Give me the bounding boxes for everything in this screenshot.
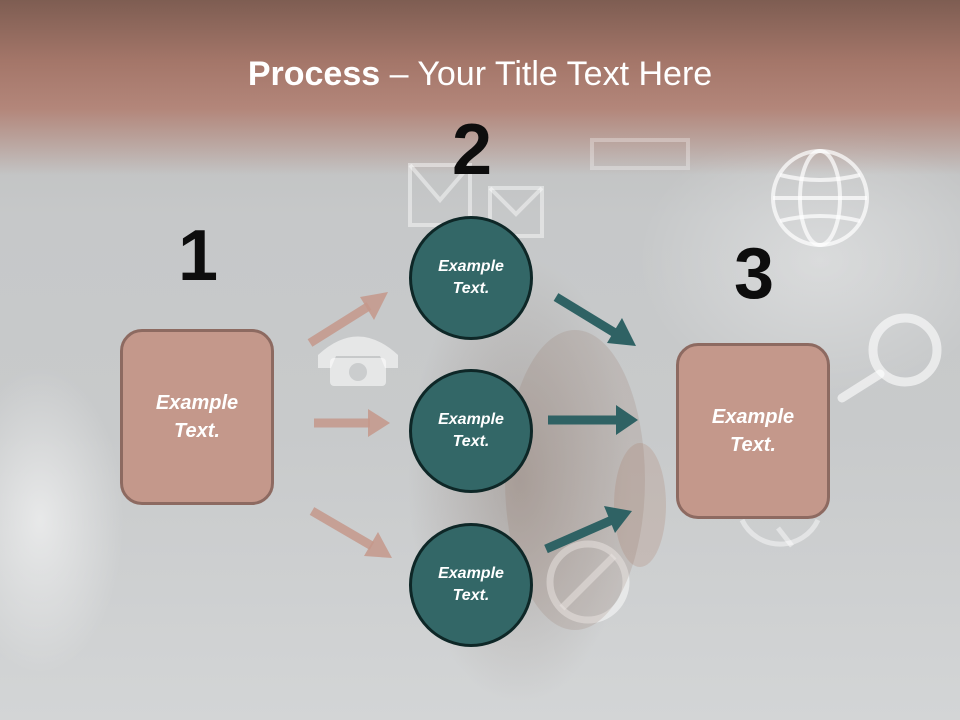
title-band	[0, 0, 960, 175]
arrow-right-bottom	[544, 506, 632, 554]
envelope-icon	[408, 138, 690, 238]
circle-top-text: Example Text.	[438, 258, 504, 297]
arrow-right-middle	[548, 405, 638, 435]
phone-icon	[318, 336, 398, 386]
pointing-finger	[505, 330, 666, 630]
slide-title: Process – Your Title Text Here	[0, 52, 960, 96]
left-text-box: Example Text.	[120, 329, 274, 505]
arrow-left-top	[307, 292, 388, 347]
right-text-box: Example Text.	[676, 343, 830, 519]
arrow-left-middle	[314, 409, 390, 437]
circle-step-top: Example Text.	[409, 216, 533, 340]
arrow-left-bottom	[309, 507, 392, 558]
circle-step-middle: Example Text.	[409, 369, 533, 493]
title-bold: Process	[247, 55, 381, 93]
step-number-2: 2	[451, 110, 493, 190]
no-entry-icon	[546, 540, 630, 624]
title-rest: – Your Title Text Here	[380, 55, 713, 93]
clock-icon	[739, 518, 821, 548]
step-number-1: 1	[177, 216, 219, 296]
left-box-text: Example Text.	[155, 392, 239, 442]
circle-bottom-text: Example Text.	[438, 565, 504, 604]
globe-icon	[771, 149, 869, 247]
circle-step-bottom: Example Text.	[409, 523, 533, 647]
arrow-right-top	[553, 293, 636, 346]
circle-middle-text: Example Text.	[438, 411, 504, 450]
right-box-text: Example Text.	[711, 406, 795, 456]
magnifier-icon	[837, 313, 942, 403]
step-number-3: 3	[733, 234, 775, 314]
